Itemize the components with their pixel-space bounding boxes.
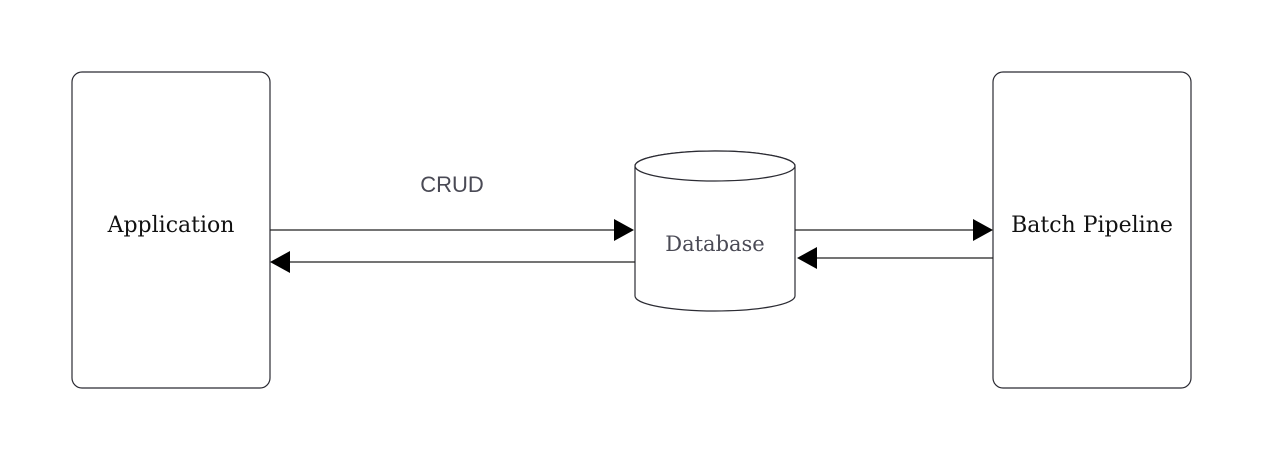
node-database: Database bbox=[634, 150, 796, 312]
arrowhead-left-icon bbox=[797, 247, 817, 269]
edge-database-to-batch-pipeline bbox=[795, 219, 993, 241]
edge-application-to-database-label: CRUD bbox=[420, 172, 484, 197]
edge-database-to-application bbox=[270, 251, 635, 273]
node-application: Application bbox=[71, 71, 271, 389]
node-batch-pipeline-label: Batch Pipeline bbox=[1011, 213, 1173, 238]
edge-application-to-database: CRUD bbox=[270, 172, 634, 241]
arrowhead-left-icon bbox=[270, 251, 290, 273]
node-batch-pipeline: Batch Pipeline bbox=[992, 71, 1192, 389]
edge-batch-pipeline-to-database bbox=[797, 247, 993, 269]
arrowhead-right-icon bbox=[614, 219, 634, 241]
node-database-label: Database bbox=[665, 232, 764, 256]
arrowhead-right-icon bbox=[973, 219, 993, 241]
node-database-top bbox=[634, 150, 796, 182]
node-application-label: Application bbox=[107, 213, 235, 238]
